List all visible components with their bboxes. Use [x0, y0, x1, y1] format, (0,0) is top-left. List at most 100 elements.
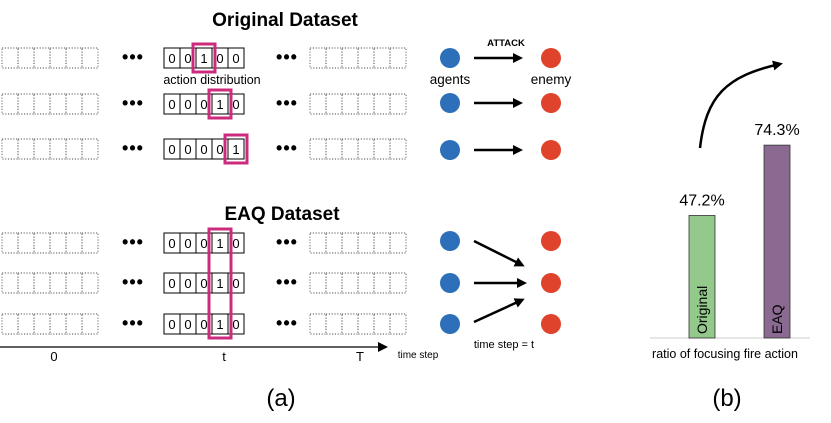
empty-step-cell	[341, 93, 359, 115]
empty-step-cell	[17, 232, 35, 254]
action-value: 0	[184, 51, 191, 66]
empty-step-cell	[33, 93, 51, 115]
empty-step-cell	[1, 93, 19, 115]
action-value: 0	[232, 317, 239, 332]
empty-step-cell	[389, 93, 407, 115]
empty-step-cell	[17, 313, 35, 335]
empty-step-cell	[33, 313, 51, 335]
focus-arrow	[473, 239, 525, 267]
empty-step-cell	[325, 272, 343, 294]
empty-step-cell	[389, 272, 407, 294]
empty-step-cell	[309, 138, 327, 160]
ellipsis: •••	[276, 47, 298, 67]
action-value: 0	[184, 276, 191, 291]
empty-step-cell	[357, 313, 375, 335]
ellipsis: •••	[276, 313, 298, 333]
action-value: 0	[184, 142, 191, 157]
action-value: 0	[216, 142, 223, 157]
bar-value-label: 74.3%	[754, 122, 799, 139]
action-value: 1	[216, 236, 223, 251]
action-value: 0	[232, 97, 239, 112]
empty-step-cell	[65, 93, 83, 115]
increase-arrow	[698, 60, 783, 149]
action-value: 0	[184, 97, 191, 112]
enemy-dot	[541, 314, 561, 334]
empty-step-cell	[49, 93, 67, 115]
empty-step-cell	[33, 272, 51, 294]
empty-step-cell	[325, 138, 343, 160]
empty-step-cell	[65, 272, 83, 294]
empty-step-cell	[357, 138, 375, 160]
empty-step-cell	[357, 47, 375, 69]
enemy-dot	[541, 93, 561, 113]
empty-step-cell	[389, 138, 407, 160]
ellipsis: •••	[276, 138, 298, 158]
enemy-dot	[541, 273, 561, 293]
enemy-dot	[541, 140, 561, 160]
empty-step-cell	[49, 313, 67, 335]
agent-dot	[440, 273, 460, 293]
empty-step-cell	[81, 313, 99, 335]
empty-step-cell	[49, 47, 67, 69]
empty-step-cell	[17, 272, 35, 294]
empty-step-cell	[373, 232, 391, 254]
empty-step-cell	[341, 47, 359, 69]
empty-step-cell	[325, 93, 343, 115]
empty-step-cell	[357, 232, 375, 254]
empty-step-cell	[49, 272, 67, 294]
ellipsis: •••	[276, 232, 298, 252]
empty-step-cell	[1, 138, 19, 160]
empty-step-cell	[309, 313, 327, 335]
empty-step-cell	[33, 47, 51, 69]
empty-step-cell	[341, 313, 359, 335]
ellipsis: •••	[122, 93, 144, 113]
ellipsis: •••	[122, 47, 144, 67]
enemy-label: enemy	[531, 72, 572, 87]
selected-action-highlight	[223, 133, 249, 165]
action-value: 1	[232, 142, 239, 157]
eaq-column-highlight	[207, 227, 233, 340]
empty-step-cell	[341, 138, 359, 160]
agent-dot	[440, 93, 460, 113]
empty-step-cell	[373, 47, 391, 69]
ellipsis: •••	[122, 232, 144, 252]
action-value: 0	[168, 142, 175, 157]
action-value: 0	[168, 276, 175, 291]
ellipsis: •••	[122, 138, 144, 158]
bar-eaq	[763, 144, 791, 339]
caption-b: (b)	[712, 385, 741, 412]
empty-step-cell	[325, 232, 343, 254]
time-step-label: time step	[398, 350, 439, 361]
empty-step-cell	[17, 138, 35, 160]
ellipsis: •••	[276, 93, 298, 113]
empty-step-cell	[49, 138, 67, 160]
empty-step-cell	[33, 232, 51, 254]
action-value: 0	[168, 51, 175, 66]
action-value: 0	[168, 317, 175, 332]
action-value: 0	[232, 236, 239, 251]
caption-a: (a)	[266, 385, 295, 412]
action-value: 1	[216, 97, 223, 112]
empty-step-cell	[81, 272, 99, 294]
action-value: 1	[200, 51, 207, 66]
empty-step-cell	[309, 47, 327, 69]
time-step-eq-label: time step = t	[474, 339, 534, 351]
action-cell	[227, 138, 245, 160]
action-value: 0	[200, 317, 207, 332]
action-value: 0	[200, 236, 207, 251]
empty-step-cell	[1, 313, 19, 335]
selected-action-highlight	[191, 42, 217, 74]
empty-step-cell	[1, 47, 19, 69]
bar-original	[688, 215, 716, 339]
axis-tick-t: t	[222, 349, 226, 364]
chart-xlabel: ratio of focusing fire action	[652, 347, 798, 361]
action-value: 0	[200, 97, 207, 112]
bar-value-label: 47.2%	[679, 192, 724, 209]
bar-category-label: EAQ	[769, 304, 785, 334]
action-distribution-label: action distribution	[163, 73, 260, 87]
action-value: 0	[184, 236, 191, 251]
empty-step-cell	[17, 47, 35, 69]
